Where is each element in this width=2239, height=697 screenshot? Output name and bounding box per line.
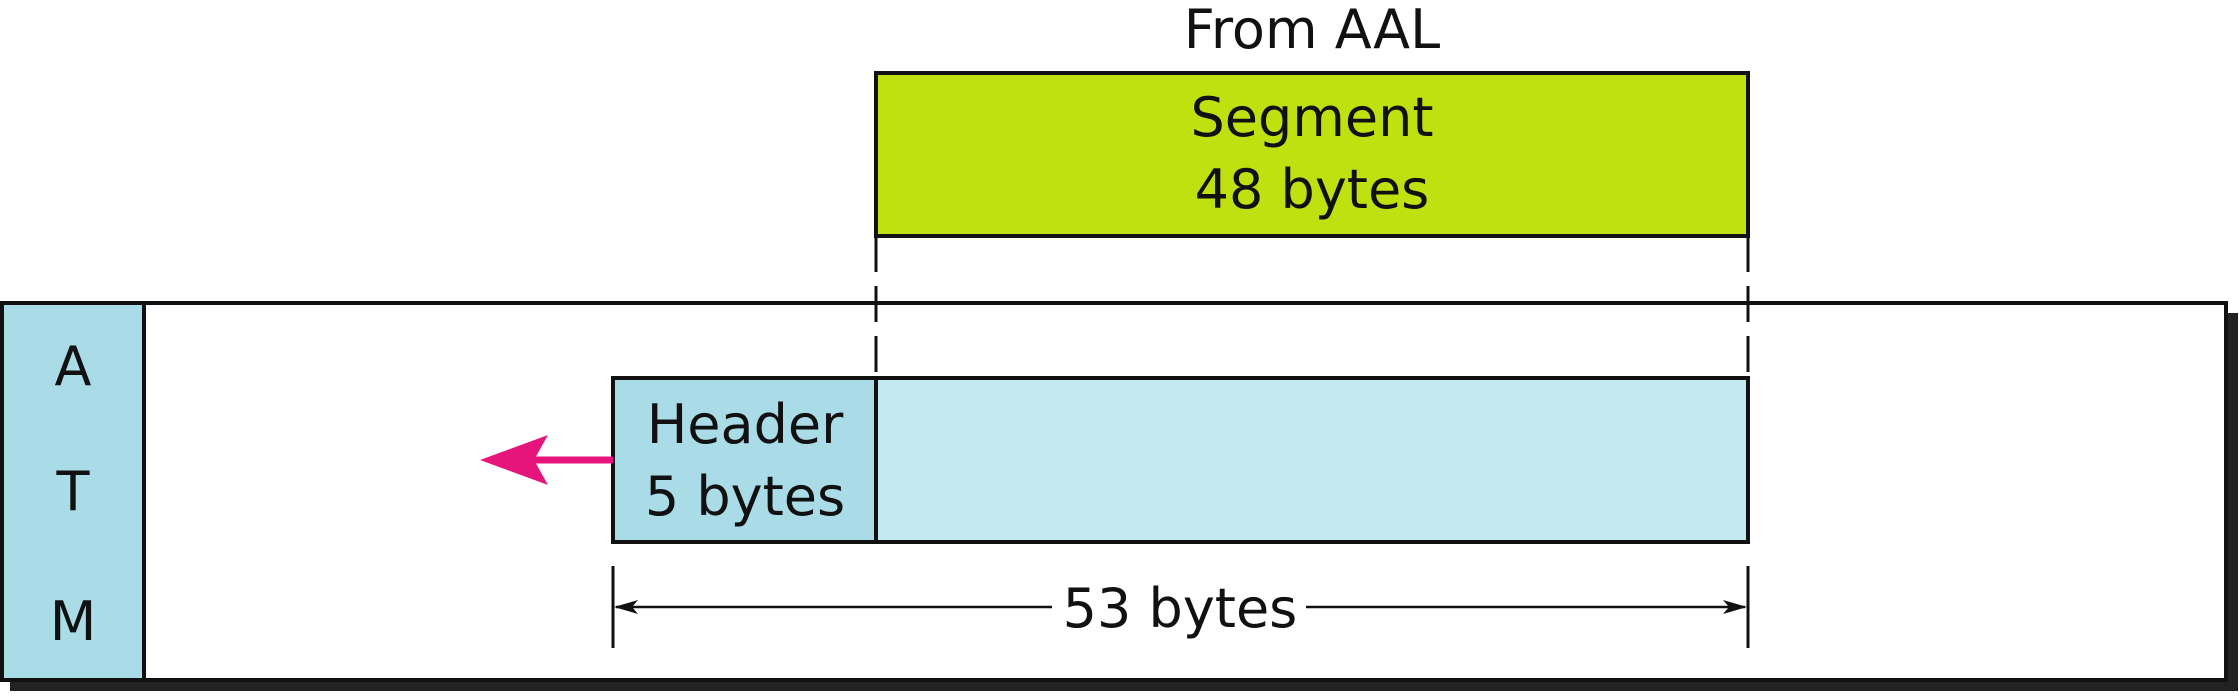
cell-size-label: 53 bytes <box>1063 577 1298 640</box>
segment-rect <box>874 71 1750 238</box>
atm-cell: Header 5 bytes <box>611 376 1750 544</box>
header-label: Header <box>647 393 844 456</box>
cell-size-dimension: 53 bytes <box>611 566 1750 648</box>
atm-letter-t: T <box>56 460 91 523</box>
segment-box: Segment 48 bytes <box>874 71 1750 238</box>
header-size-label: 5 bytes <box>645 465 845 528</box>
atm-letter-a: A <box>55 335 92 398</box>
segment-label: Segment <box>1191 86 1434 149</box>
from-aal-label: From AAL <box>1184 0 1440 61</box>
atm-letter-m: M <box>50 590 97 653</box>
atm-band <box>0 301 146 682</box>
segment-size-label: 48 bytes <box>1195 158 1430 221</box>
payload-rect <box>874 376 1750 544</box>
outgoing-arrow-icon <box>480 435 613 485</box>
